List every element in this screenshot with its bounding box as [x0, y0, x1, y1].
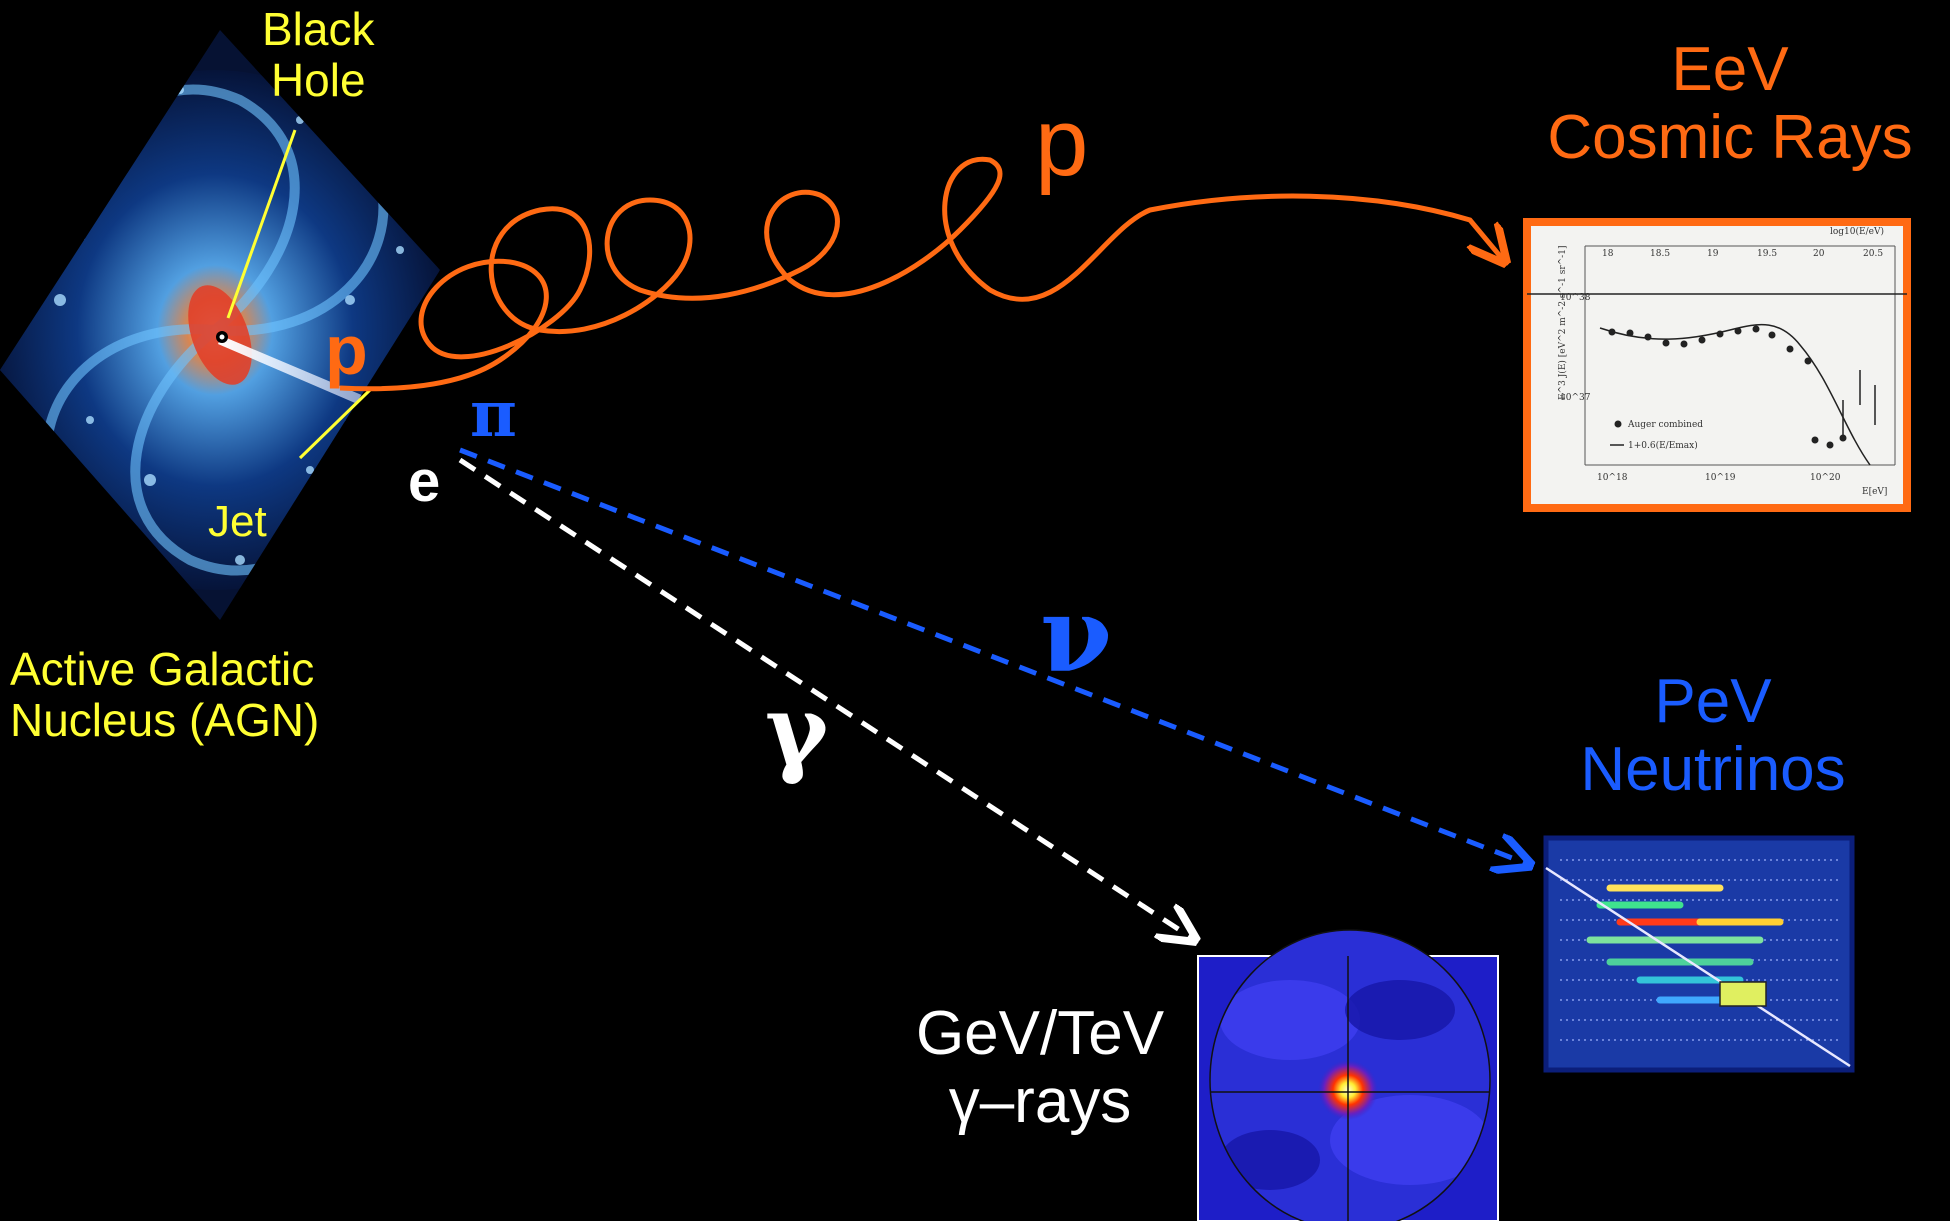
gamma-ray-skymap-inset: [1197, 929, 1499, 1221]
black-hole-pointer: [226, 129, 297, 319]
gamma-rays-title: GeV/TeV γ–rays: [915, 999, 1165, 1137]
inset-top-tick: 19: [1707, 249, 1719, 259]
inset-x-label: E[eV]: [1862, 487, 1887, 497]
jet-pointer: [298, 388, 372, 460]
electron-label: e: [408, 449, 441, 514]
inset-y-label: E^3 J(E) [eV^2 m^-2 s^-1 sr^-1]: [1557, 246, 1568, 400]
neutrino-label: ν: [1040, 573, 1113, 696]
inset-legend-entry: Auger combined: [1627, 420, 1703, 430]
proton-source-label: p: [325, 311, 368, 389]
cosmic-ray-spectrum-inset: log10(E/eV) 18 18.5 19 19.5 20 20.5 10^1…: [1523, 218, 1911, 512]
inset-bottom-tick: 10^20: [1810, 473, 1841, 483]
agn-name-label: Active Galactic Nucleus (AGN): [10, 643, 320, 746]
cosmic-rays-title: EeV Cosmic Rays: [1547, 35, 1913, 173]
neutrino-event-display-inset: [1543, 835, 1855, 1073]
inset-y-tick: 10^38: [1560, 293, 1591, 303]
inset-top-tick: 18.5: [1650, 249, 1670, 259]
inset-top-tick: 19.5: [1757, 249, 1777, 259]
gamma-arrow: [458, 457, 1195, 940]
jet-label: Jet: [208, 497, 267, 546]
inset-legend-entry: 1+0.6(E/Emax): [1628, 440, 1698, 451]
pion-label: π: [470, 377, 517, 452]
neutrino-arrow: [459, 447, 1530, 865]
proton-trajectory: [339, 156, 1505, 392]
black-hole-label: Black Hole: [262, 3, 375, 106]
inset-bottom-tick: 10^18: [1597, 473, 1628, 483]
inset-y-tick: 10^37: [1560, 393, 1591, 403]
inset-top-tick: 20: [1813, 249, 1825, 259]
gamma-label: γ: [765, 674, 829, 787]
inset-top-tick: 18: [1602, 249, 1614, 259]
inset-bottom-tick: 10^19: [1705, 473, 1736, 483]
inset-top-axis-title: log10(E/eV): [1830, 226, 1884, 237]
neutrinos-title: PeV Neutrinos: [1580, 667, 1846, 805]
inset-top-tick: 20.5: [1863, 249, 1883, 259]
proton-path-label: p: [1035, 89, 1089, 196]
